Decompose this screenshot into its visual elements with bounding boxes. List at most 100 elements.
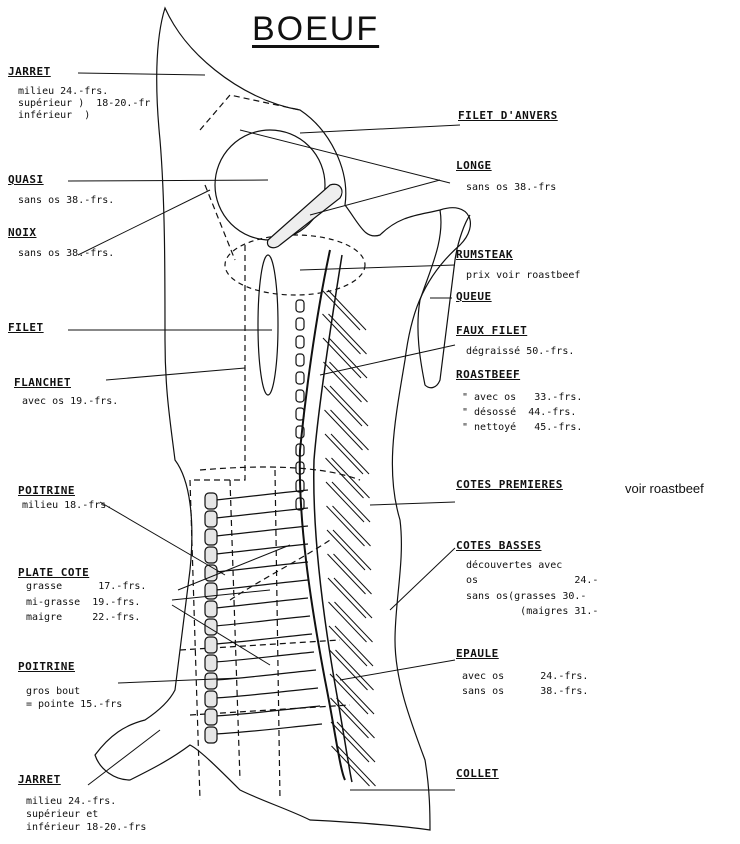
label-epaule: EPAULE — [456, 648, 499, 659]
rib-right — [329, 626, 367, 666]
rib-right — [331, 410, 369, 450]
rib-end — [205, 655, 217, 671]
rib-end — [205, 529, 217, 545]
poitrine-bottom-line-2: = pointe 15.-frs — [26, 699, 122, 710]
rib-end — [205, 547, 217, 563]
rib-left — [215, 598, 308, 608]
rib-end — [205, 619, 217, 635]
flanchet-line-1: avec os 19.-frs. — [22, 396, 118, 407]
rib-right — [337, 698, 375, 738]
rib-right — [324, 362, 362, 402]
rib-right — [334, 578, 372, 618]
rib-end — [205, 709, 217, 725]
label-cotes-premieres: COTES PREMIERES — [456, 479, 563, 490]
vertebra — [296, 372, 304, 384]
rib-left — [215, 580, 308, 590]
label-longe: LONGE — [456, 160, 492, 171]
vertebra — [296, 354, 304, 366]
rib-right — [325, 410, 363, 450]
rib-right — [328, 578, 366, 618]
filet-oval — [258, 255, 278, 395]
rib-right — [337, 722, 375, 762]
faux-filet-line-1: dégraissé 50.-frs. — [466, 346, 574, 357]
label-roastbeef: ROASTBEEF — [456, 369, 520, 380]
poitrine-bottom-line-1: gros bout — [26, 686, 80, 697]
vertebra — [296, 318, 304, 330]
rib-end — [205, 601, 217, 617]
rib-right — [333, 530, 371, 570]
longe-piece — [267, 184, 342, 247]
rib-end — [205, 727, 217, 743]
jarret-bottom-line-1: milieu 24.-frs. — [26, 796, 116, 807]
rumsteak-line-1: prix voir roastbeef — [466, 270, 580, 281]
vertebra — [296, 336, 304, 348]
noix-line-1: sans os 38.-frs. — [18, 248, 114, 259]
rib-right — [332, 458, 370, 498]
rib-right — [336, 650, 374, 690]
label-collet: COLLET — [456, 768, 499, 779]
label-cotes-basses: COTES BASSES — [456, 540, 541, 551]
jarret-bottom-line-3: inférieur 18-20.-frs — [26, 822, 146, 833]
rumsteak-ellipse — [225, 235, 365, 295]
rib-right — [326, 458, 364, 498]
ribs-group — [205, 290, 376, 786]
rib-right — [331, 434, 369, 474]
rib-right — [325, 434, 363, 474]
rib-right — [324, 386, 362, 426]
plate-cote-line-1: grasse 17.-frs. — [26, 581, 146, 592]
rib-left — [215, 544, 308, 554]
rib-left — [215, 688, 318, 698]
rib-right — [327, 530, 365, 570]
label-rumsteak: RUMSTEAK — [456, 249, 513, 260]
roastbeef-line-1: " avec os 33.-frs. — [462, 392, 582, 403]
poitrine-top-line-1: milieu 18.-frs. — [22, 500, 112, 511]
rib-right — [328, 554, 366, 594]
rib-right — [323, 338, 361, 378]
label-jarret-bottom: JARRET — [18, 774, 61, 785]
roastbeef-line-3: " nettoyé 45.-frs. — [462, 422, 582, 433]
roastbeef-line-2: " désossé 44.-frs. — [462, 407, 576, 418]
vertebra — [296, 300, 304, 312]
rib-right — [334, 554, 372, 594]
rib-end — [205, 511, 217, 527]
rib-left — [215, 724, 322, 734]
rib-right — [329, 602, 367, 642]
quasi-oval — [215, 130, 325, 240]
rib-right — [326, 482, 364, 522]
rib-right — [330, 386, 368, 426]
jarret-bottom-line-2: supérieur et — [26, 809, 98, 820]
label-poitrine-bottom: POITRINE — [18, 661, 75, 672]
quasi-line-1: sans os 38.-frs. — [18, 195, 114, 206]
rib-right — [330, 362, 368, 402]
rib-left — [215, 616, 310, 626]
label-plate-cote: PLATE COTE — [18, 567, 89, 578]
rib-right — [327, 506, 365, 546]
jarret-top-line-2: supérieur ) 18-20.-fr — [18, 98, 150, 109]
diagram-title: BOEUF — [252, 10, 379, 49]
rib-end — [205, 673, 217, 689]
cotes-premieres-note: voir roastbeef — [625, 483, 704, 494]
rib-right — [332, 746, 370, 786]
label-jarret-top: JARRET — [8, 66, 51, 77]
cotes-basses-line-1: découvertes avec — [466, 560, 562, 571]
rib-right — [330, 674, 368, 714]
label-filet-danvers: FILET D'ANVERS — [458, 110, 558, 121]
label-faux-filet: FAUX FILET — [456, 325, 527, 336]
label-poitrine-top: POITRINE — [18, 485, 75, 496]
rib-end — [205, 493, 217, 509]
rib-right — [338, 746, 376, 786]
rib-end — [205, 637, 217, 653]
longe-line-1: sans os 38.-frs — [466, 182, 556, 193]
vertebra — [296, 390, 304, 402]
rib-right — [333, 506, 371, 546]
label-queue: QUEUE — [456, 291, 492, 302]
rib-right — [332, 482, 370, 522]
rib-left — [215, 508, 308, 518]
jarret-top-line-3: inférieur ) — [18, 110, 90, 121]
label-quasi: QUASI — [8, 174, 44, 185]
cotes-basses-line-3: sans os(grasses 30.- — [466, 591, 586, 602]
rib-right — [331, 698, 369, 738]
rib-right — [322, 290, 360, 330]
